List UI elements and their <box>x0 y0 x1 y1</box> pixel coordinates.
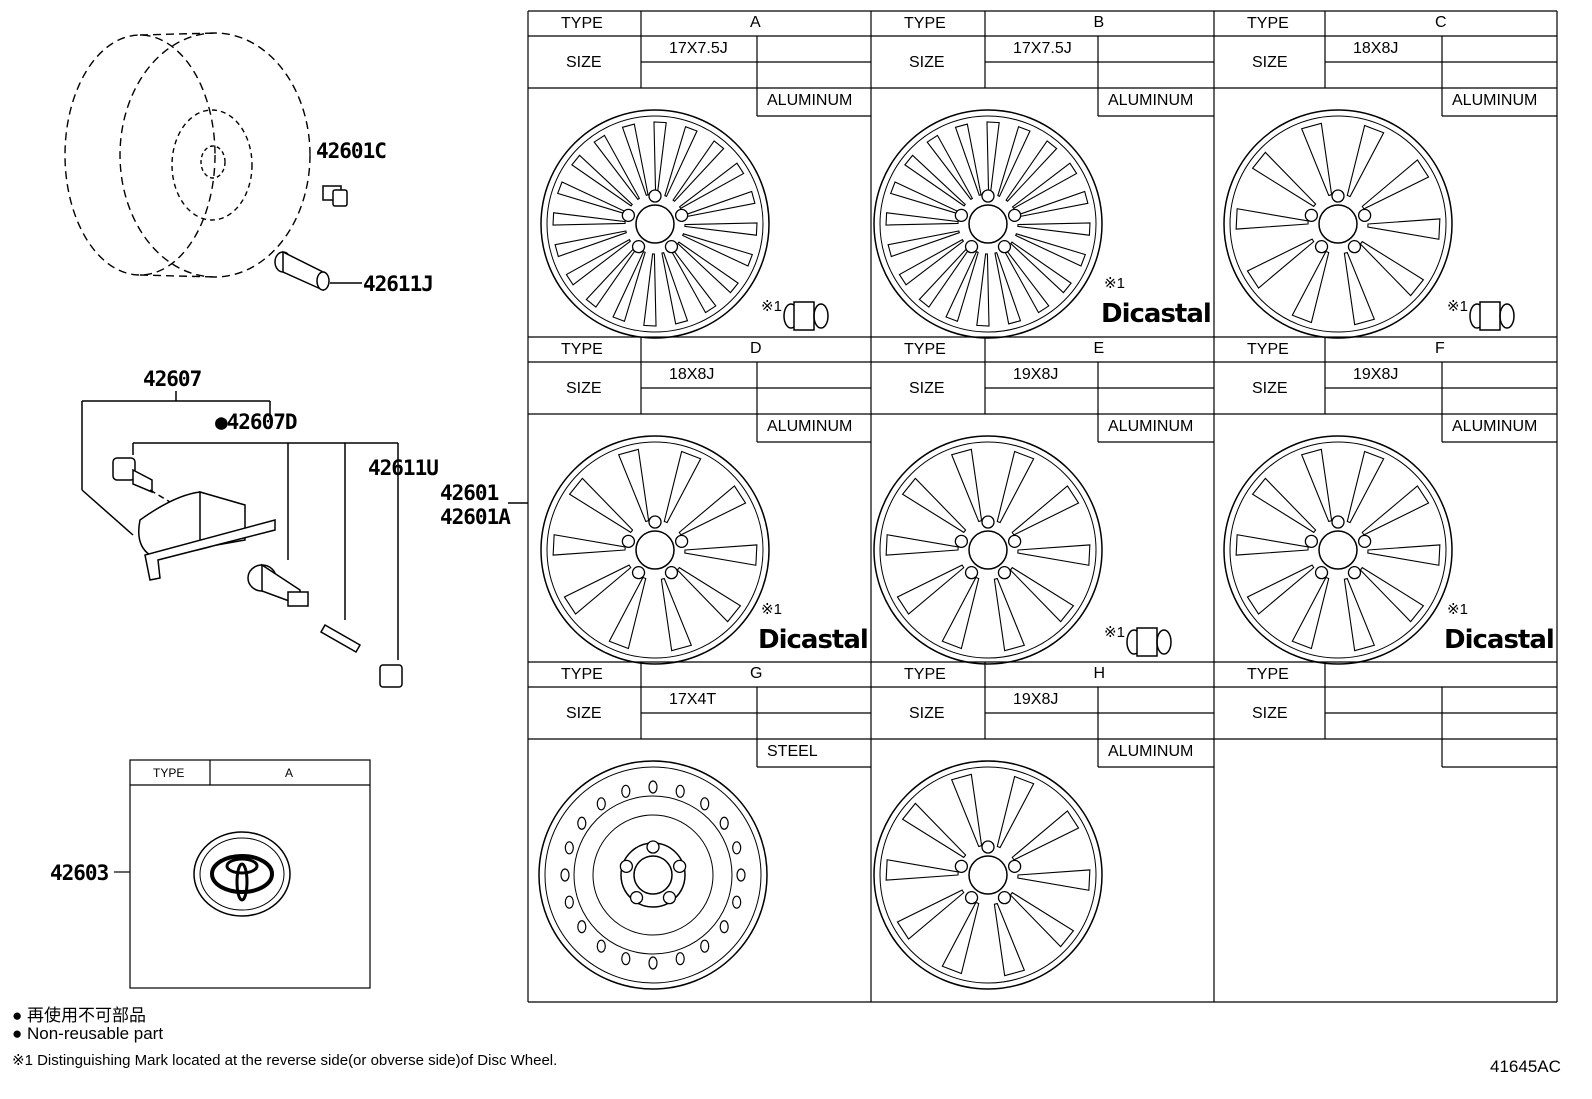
size-label: SIZE <box>1252 705 1288 722</box>
wheel-E-drawing <box>873 435 1103 665</box>
mark-ref: ※1 <box>761 601 782 618</box>
size-value: 17X7.5J <box>669 40 728 57</box>
type-label: TYPE <box>904 15 946 32</box>
brand-mark: Dicastal <box>1444 625 1555 655</box>
mark-ref: ※1 <box>1447 601 1468 618</box>
distinguishing-mark-icon <box>783 301 829 331</box>
type-label: TYPE <box>1247 666 1289 683</box>
size-label: SIZE <box>1252 54 1288 71</box>
material-value: ALUMINUM <box>1452 92 1538 109</box>
distinguishing-mark-icon <box>1469 301 1515 331</box>
part-number-42607D[interactable]: ●42607D <box>215 410 298 434</box>
part-number-42611J[interactable]: 42611J <box>363 272 434 296</box>
distinguishing-mark-icon <box>1126 627 1172 657</box>
size-label: SIZE <box>909 54 945 71</box>
material-value: ALUMINUM <box>1108 418 1194 435</box>
wheel-D-drawing <box>540 435 770 665</box>
type-value: H <box>1093 665 1106 682</box>
size-value: 18X8J <box>1353 40 1399 57</box>
material-value: ALUMINUM <box>767 418 853 435</box>
part-number-42603[interactable]: 42603 <box>50 861 109 885</box>
tpms-sensor-drawing <box>112 457 276 581</box>
mark-ref: ※1 <box>761 298 782 315</box>
size-label: SIZE <box>1252 380 1288 397</box>
mark-ref: ※1 <box>1104 624 1125 641</box>
legend-jp: ● 再使用不可部品 <box>12 1006 146 1025</box>
type-value: C <box>1435 14 1447 31</box>
brand-mark: Dicastal <box>1101 299 1212 329</box>
size-value: 19X8J <box>1013 691 1059 708</box>
cap-table-frame <box>114 759 371 989</box>
hubcap-drawing <box>193 831 291 917</box>
mark-ref: ※1 <box>1447 298 1468 315</box>
type-value: A <box>750 14 761 31</box>
cap-type-value: A <box>285 766 294 780</box>
size-value: 17X4T <box>669 691 717 708</box>
type-label: TYPE <box>904 341 946 358</box>
valve-core-drawing <box>319 623 403 688</box>
part-number-42601C[interactable]: 42601C <box>316 139 387 163</box>
size-label: SIZE <box>566 380 602 397</box>
size-label: SIZE <box>566 54 602 71</box>
brand-mark: Dicastal <box>758 625 869 655</box>
type-label: TYPE <box>561 15 603 32</box>
nut-42601C-drawing <box>322 185 348 207</box>
type-value: F <box>1435 340 1445 357</box>
valve-42611J-drawing <box>274 250 362 292</box>
size-value: 19X8J <box>1013 366 1059 383</box>
material-value: ALUMINUM <box>1108 743 1194 760</box>
wheel-A-drawing <box>540 109 770 339</box>
wheel-H-drawing <box>873 760 1103 990</box>
type-value: B <box>1093 14 1105 31</box>
size-value: 18X8J <box>669 366 715 383</box>
wheel-F-drawing <box>1223 435 1453 665</box>
type-label: TYPE <box>1247 341 1289 358</box>
type-label: TYPE <box>561 666 603 683</box>
size-label: SIZE <box>909 380 945 397</box>
material-value: ALUMINUM <box>1452 418 1538 435</box>
tire-drawing <box>64 32 311 278</box>
size-label: SIZE <box>909 705 945 722</box>
valve-42607D-drawing <box>247 563 309 607</box>
material-value: ALUMINUM <box>767 92 853 109</box>
wheel-C-drawing <box>1223 109 1453 339</box>
part-number-42601[interactable]: 42601 <box>440 481 499 505</box>
part-number-42601A[interactable]: 42601A <box>440 505 511 529</box>
assembly-42607-leaders <box>81 391 399 660</box>
diagram-id: 41645AC <box>1490 1057 1561 1076</box>
cap-type-label: TYPE <box>153 766 185 780</box>
material-value: STEEL <box>767 743 818 760</box>
wheel-G-drawing <box>538 760 768 990</box>
left-illustrations <box>64 32 528 989</box>
type-value: E <box>1093 340 1105 357</box>
size-label: SIZE <box>566 705 602 722</box>
type-value: D <box>750 340 762 357</box>
mark-ref: ※1 <box>1104 275 1125 292</box>
type-label: TYPE <box>904 666 946 683</box>
part-number-42607[interactable]: 42607 <box>143 367 202 391</box>
material-value: ALUMINUM <box>1108 92 1194 109</box>
type-label: TYPE <box>561 341 603 358</box>
size-value: 19X8J <box>1353 366 1399 383</box>
wheel-B-drawing <box>873 109 1103 339</box>
part-number-42611U[interactable]: 42611U <box>368 456 439 480</box>
footnote: ※1 Distinguishing Mark located at the re… <box>12 1052 558 1069</box>
type-value: G <box>750 665 763 682</box>
legend-en: ● Non-reusable part <box>12 1024 164 1043</box>
type-label: TYPE <box>1247 15 1289 32</box>
size-value: 17X7.5J <box>1013 40 1072 57</box>
wheel-table <box>527 10 1558 1003</box>
